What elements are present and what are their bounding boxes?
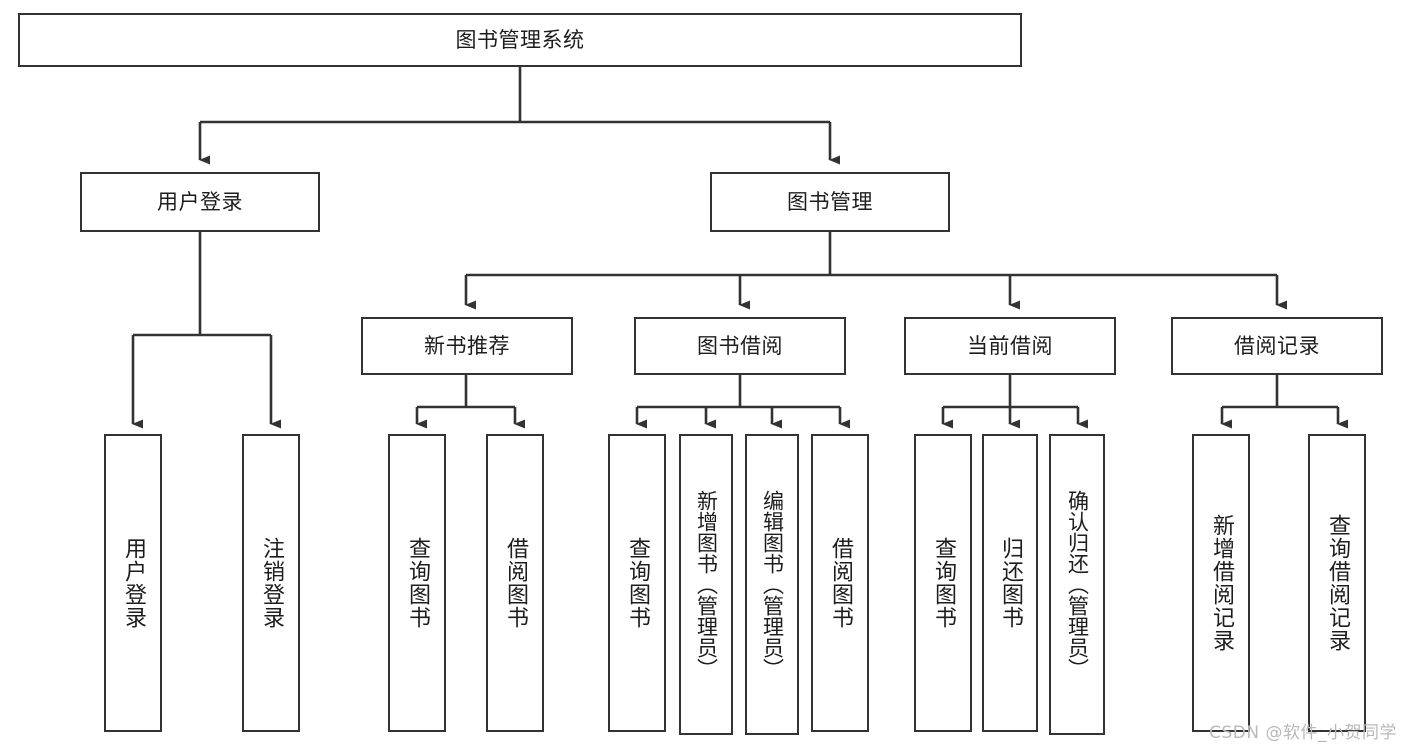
node-user-login[interactable]: 用户登录 xyxy=(80,172,320,232)
node-label: 确认归还（管理员） xyxy=(1065,490,1090,679)
node-label: 用户登录 xyxy=(120,537,146,629)
watermark: CSDN @软件_小贺同学 xyxy=(1209,723,1397,743)
node-label: 新增图书（管理员） xyxy=(694,490,719,679)
node-current-borrow[interactable]: 当前借阅 xyxy=(904,317,1116,375)
leaf-borrow-book-recommend[interactable]: 借阅图书 xyxy=(486,434,544,732)
node-label: 借阅图书 xyxy=(827,537,853,629)
leaf-return-book[interactable]: 归还图书 xyxy=(982,434,1038,732)
node-label: 注销登录 xyxy=(258,537,284,629)
leaf-query-book-recommend[interactable]: 查询图书 xyxy=(388,434,446,732)
node-label: 新书推荐 xyxy=(424,333,510,358)
leaf-logout-login[interactable]: 注销登录 xyxy=(242,434,300,732)
leaf-query-book-borrow[interactable]: 查询图书 xyxy=(608,434,666,732)
node-book-management[interactable]: 图书管理 xyxy=(710,172,950,232)
node-borrow-record[interactable]: 借阅记录 xyxy=(1171,317,1383,375)
leaf-add-borrow-record[interactable]: 新增借阅记录 xyxy=(1192,434,1250,732)
node-new-book-recommend[interactable]: 新书推荐 xyxy=(361,317,573,375)
node-label: 查询图书 xyxy=(930,537,956,629)
leaf-borrow-book[interactable]: 借阅图书 xyxy=(811,434,869,732)
leaf-add-book-admin[interactable]: 新增图书（管理员） xyxy=(679,434,733,735)
leaf-confirm-return-admin[interactable]: 确认归还（管理员） xyxy=(1049,434,1105,735)
leaf-user-login[interactable]: 用户登录 xyxy=(104,434,162,732)
node-label: 当前借阅 xyxy=(967,333,1053,358)
node-label: 查询借阅记录 xyxy=(1324,514,1350,652)
leaf-query-book-current[interactable]: 查询图书 xyxy=(914,434,972,732)
node-label: 归还图书 xyxy=(997,537,1023,629)
node-label: 借阅记录 xyxy=(1234,333,1320,358)
node-label: 查询图书 xyxy=(624,537,650,629)
node-label: 新增借阅记录 xyxy=(1208,514,1234,652)
node-book-borrow[interactable]: 图书借阅 xyxy=(634,317,846,375)
node-label: 图书管理系统 xyxy=(455,27,585,52)
node-label: 图书管理 xyxy=(787,189,873,214)
node-label: 借阅图书 xyxy=(502,537,528,629)
leaf-edit-book-admin[interactable]: 编辑图书（管理员） xyxy=(745,434,799,735)
leaf-query-borrow-record[interactable]: 查询借阅记录 xyxy=(1308,434,1366,732)
node-label: 查询图书 xyxy=(404,537,430,629)
node-label: 用户登录 xyxy=(157,189,243,214)
node-root-book-management-system[interactable]: 图书管理系统 xyxy=(18,13,1022,67)
node-label: 编辑图书（管理员） xyxy=(760,490,785,679)
node-label: 图书借阅 xyxy=(697,333,783,358)
